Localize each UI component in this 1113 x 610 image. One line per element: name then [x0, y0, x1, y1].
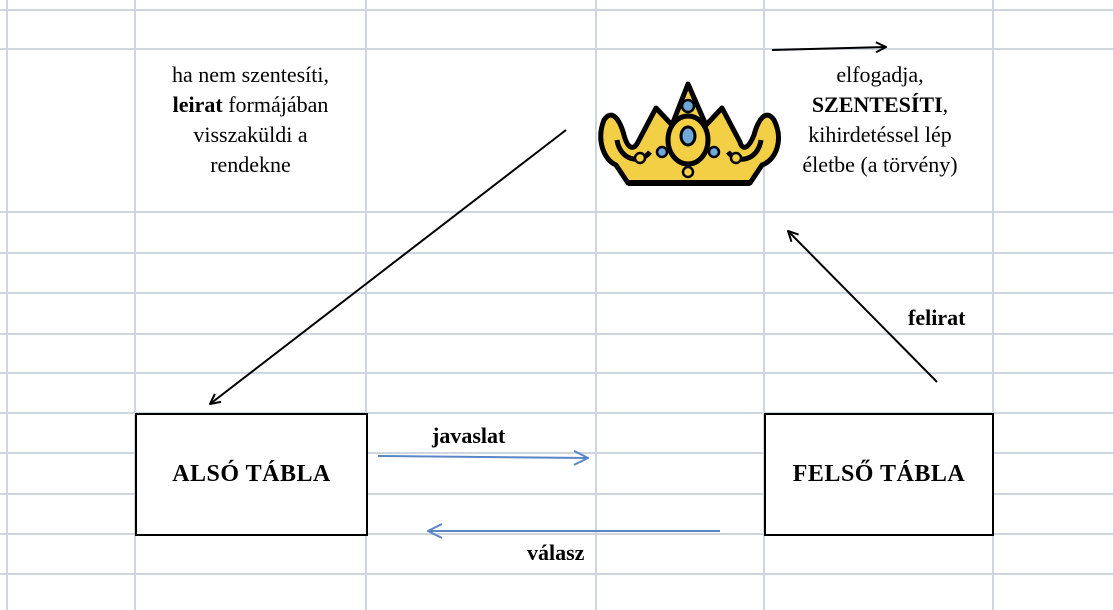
- veto-line-3: visszaküldi a: [193, 122, 308, 147]
- veto-line-2: leirat formájában: [135, 90, 366, 120]
- arrow-felirat: [788, 231, 938, 383]
- crown-icon: [598, 81, 781, 186]
- lower-house-box: ALSÓ TÁBLA: [135, 413, 368, 536]
- arrow-to-approval: [771, 47, 886, 50]
- approval-line-3: kihirdetéssel lép: [808, 122, 952, 147]
- veto-line-2-rest: formájában: [222, 92, 329, 117]
- leirat-word: leirat: [172, 92, 223, 117]
- approval-line-1: elfogadja,: [836, 62, 924, 87]
- approval-text: elfogadja, SZENTESÍTI, kihirdetéssel lép…: [755, 60, 1005, 180]
- lower-house-label: ALSÓ TÁBLA: [172, 461, 331, 487]
- approval-line-4: életbe (a törvény): [802, 152, 958, 177]
- arrow-to-lower-house: [210, 129, 567, 404]
- veto-line-1: ha nem szentesíti,: [171, 62, 329, 87]
- szentesiti-word: SZENTESÍTI: [811, 92, 943, 117]
- approval-line-2: SZENTESÍTI,: [755, 90, 1005, 120]
- upper-house-box: FELSŐ TÁBLA: [764, 413, 994, 536]
- felirat-label: felirat: [908, 305, 966, 330]
- valasz-label: válasz: [527, 540, 585, 565]
- veto-line-4: rendekne: [210, 152, 291, 177]
- javaslat-label: javaslat: [432, 423, 506, 448]
- upper-house-label: FELSŐ TÁBLA: [792, 461, 966, 487]
- veto-text: ha nem szentesíti, leirat formájában vis…: [135, 60, 366, 180]
- arrow-javaslat: [377, 456, 588, 458]
- approval-line-2-rest: ,: [942, 92, 949, 117]
